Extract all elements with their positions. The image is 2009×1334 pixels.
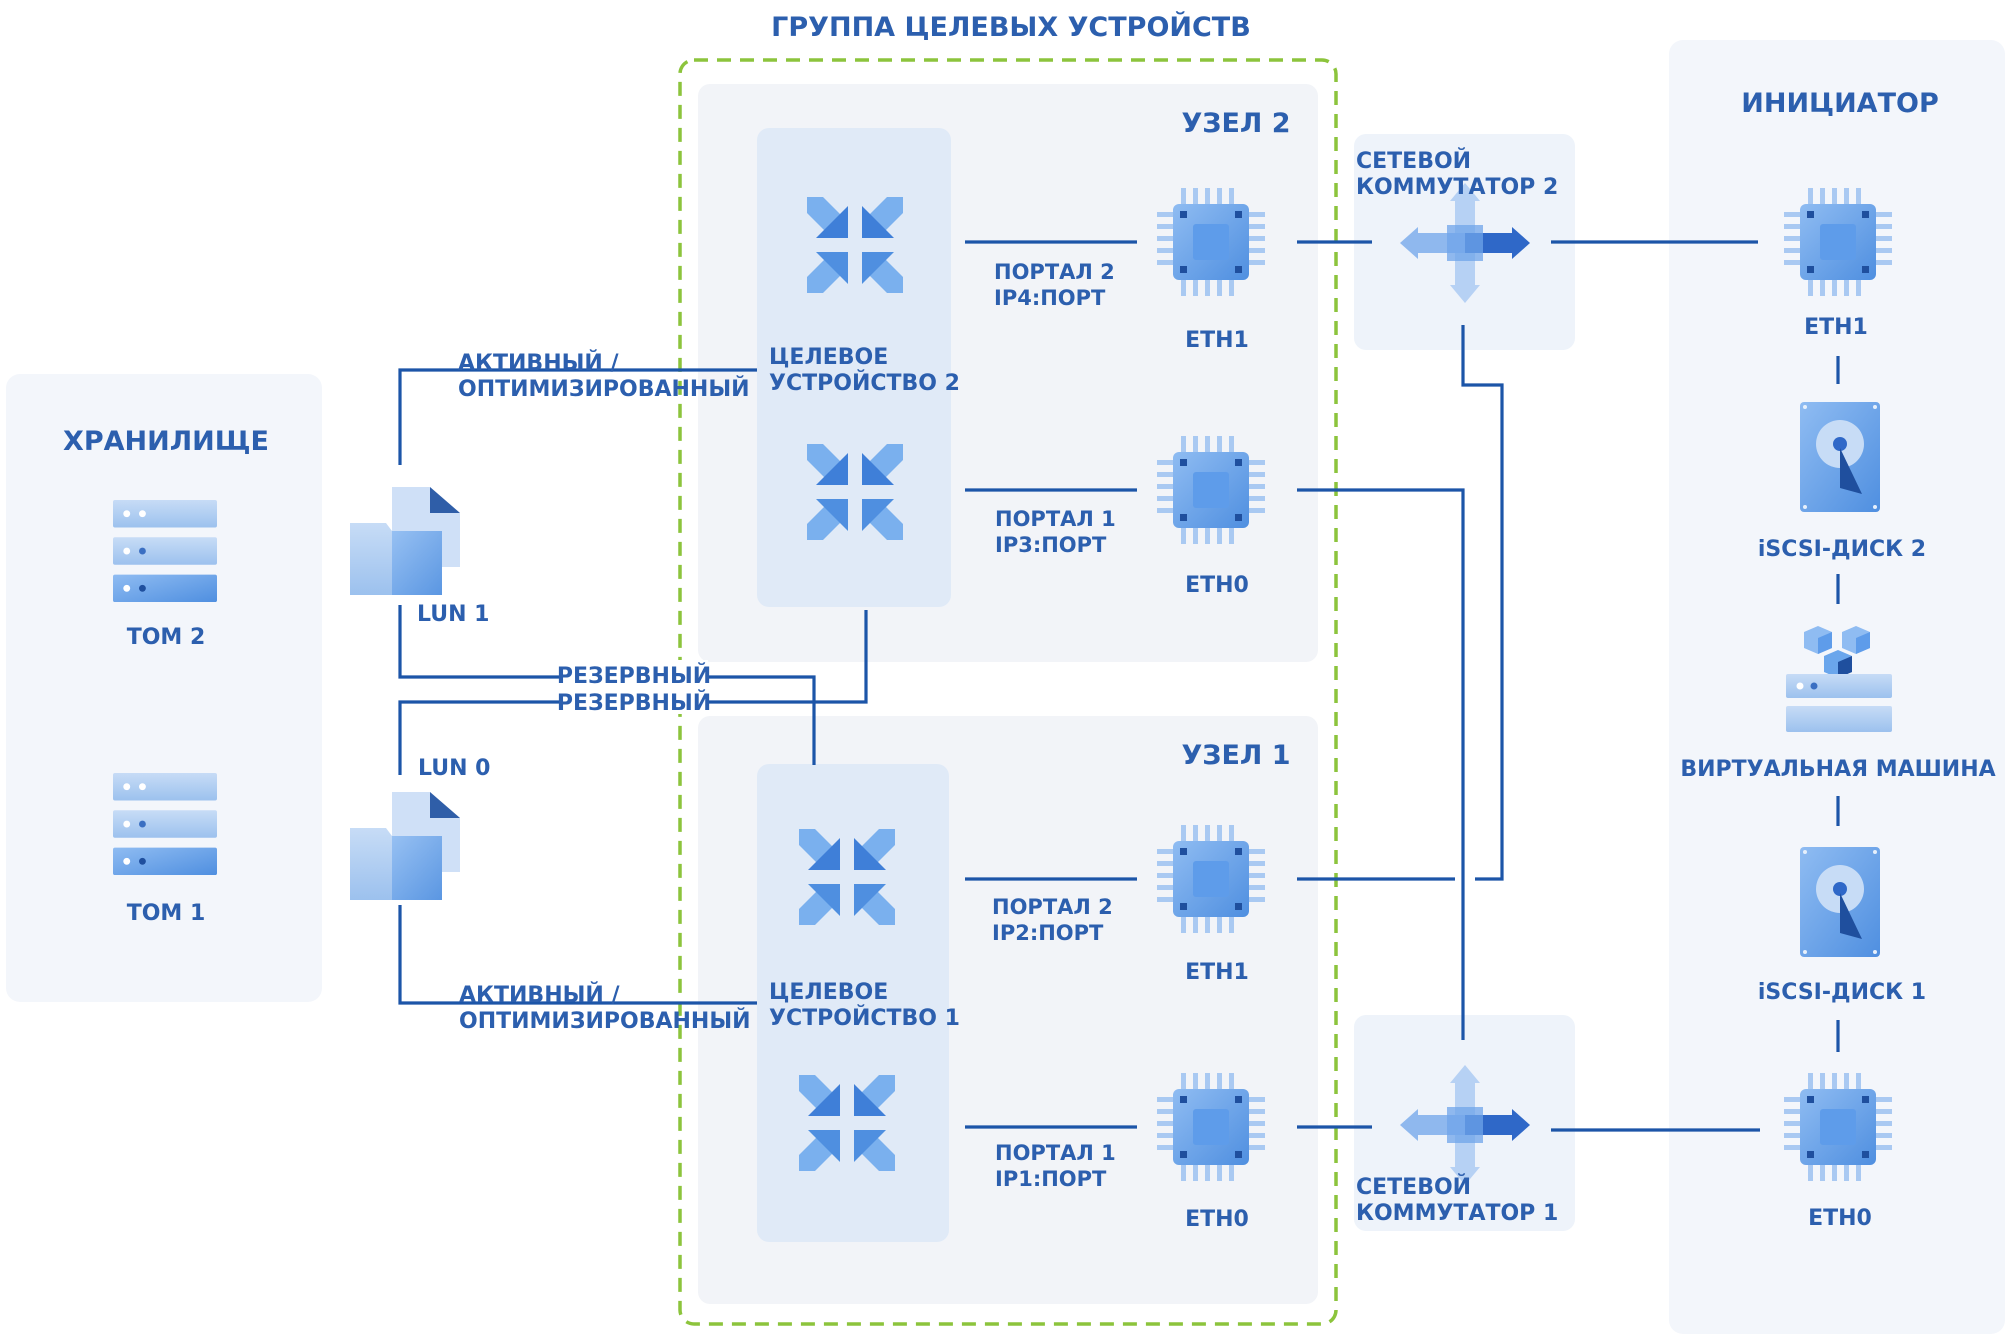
target-device-label: ЦЕЛЕВОЕ [769,345,888,370]
portal-label: ПОРТАЛ 1 [995,507,1116,531]
node-title: УЗЕЛ 1 [1181,740,1290,771]
nic-label: ETH0 [1185,1207,1249,1232]
switch-label: СЕТЕВОЙ [1356,148,1471,174]
iscsi-disk-label: iSCSI-ДИСК 2 [1758,537,1926,562]
nic-label: ETH1 [1185,328,1249,353]
portal-label: IP3:ПОРТ [995,533,1107,557]
active-path-label: АКТИВНЫЙ / [459,982,620,1008]
portal-label: IP4:ПОРТ [994,286,1106,310]
initiator-nic-label: ETH1 [1804,315,1868,340]
portal-label: ПОРТАЛ 2 [994,260,1115,284]
target-device-1-panel [757,764,949,1242]
lun-label: LUN 0 [418,756,490,781]
active-path-label: ОПТИМИЗИРОВАННЫЙ [459,1008,751,1034]
portal-label: IP2:ПОРТ [992,921,1104,945]
iscsi-disk-label: iSCSI-ДИСК 1 [1758,980,1926,1005]
server-icon [113,773,217,876]
node-title: УЗЕЛ 2 [1181,108,1290,139]
nic-label: ETH0 [1185,573,1249,598]
active-path-label: АКТИВНЫЙ / [458,350,619,376]
portal-label: IP1:ПОРТ [995,1167,1107,1191]
server-icon [113,500,217,603]
standby-path-label: РЕЗЕРВНЫЙ [557,663,711,689]
portal-label: ПОРТАЛ 2 [992,895,1113,919]
folder-files-icon [350,487,460,595]
switch-label: КОММУТАТОР 1 [1356,1201,1558,1226]
switch-label: КОММУТАТОР 2 [1356,175,1558,200]
target-device-label: УСТРОЙСТВО 2 [769,370,960,396]
standby-path-label: РЕЗЕРВНЫЙ [557,690,711,716]
portal-label: ПОРТАЛ 1 [995,1141,1116,1165]
virtual-machine-label: ВИРТУАЛЬНАЯ МАШИНА [1680,757,1995,782]
initiator-title: ИНИЦИАТОР [1741,88,1939,119]
connection-wires [398,240,1840,1132]
active-path-label: ОПТИМИЗИРОВАННЫЙ [458,376,750,402]
volume-label: ТОМ 2 [127,625,206,650]
initiator-nic-label: ETH0 [1808,1206,1872,1231]
folder-files-icon [350,792,460,900]
target-device-label: УСТРОЙСТВО 1 [769,1005,960,1031]
target-device-label: ЦЕЛЕВОЕ [769,980,888,1005]
hard-disk-icon [1800,402,1880,512]
lun-label: LUN 1 [417,602,489,627]
target-device-2-panel [757,128,951,607]
target-group-title: ГРУППА ЦЕЛЕВЫХ УСТРОЙСТВ [771,11,1251,43]
switch-label: СЕТЕВОЙ [1356,1174,1471,1200]
volume-label: ТОМ 1 [127,901,206,926]
nic-label: ETH1 [1185,960,1249,985]
standby-label-bg [560,660,708,714]
hard-disk-icon [1800,847,1880,957]
storage-title: ХРАНИЛИЩЕ [63,426,269,457]
storage-panel [6,374,322,1002]
